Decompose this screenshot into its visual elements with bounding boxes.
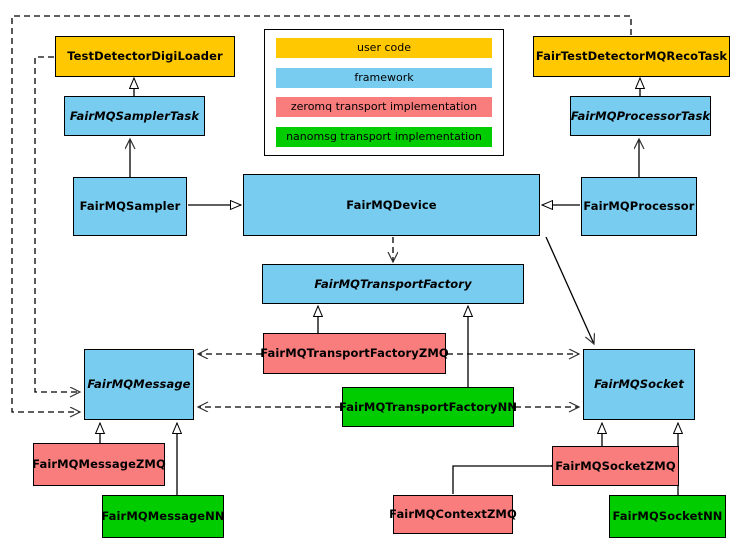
edge-device-to-socket: [545, 236, 594, 344]
edge-contextzmq-to-socketzmq: [452, 466, 551, 494]
legend-item-zeromq: zeromq transport implementation: [276, 97, 492, 118]
legend: user code framework zeromq transport imp…: [264, 29, 504, 156]
class-node-fairmqdevice[interactable]: FairMQDevice: [243, 174, 540, 236]
class-node-fairmqsamplertask[interactable]: FairMQSamplerTask: [64, 96, 205, 136]
class-node-fairmqtransportfactory[interactable]: FairMQTransportFactory: [262, 264, 524, 304]
class-node-fairmqprocessor[interactable]: FairMQProcessor: [581, 177, 697, 236]
class-node-fairmqsocketzmq[interactable]: FairMQSocketZMQ: [552, 446, 679, 486]
class-node-fairtestdetectormqrecotask[interactable]: FairTestDetectorMQRecoTask: [533, 36, 730, 77]
class-node-fairmqmessage[interactable]: FairMQMessage: [84, 349, 194, 420]
legend-item-nanomsg: nanomsg transport implementation: [276, 126, 492, 147]
class-node-fairmqsocket[interactable]: FairMQSocket: [583, 349, 695, 420]
legend-item-user-code: user code: [276, 38, 492, 58]
class-node-fairmqtransportfactoryzmq[interactable]: FairMQTransportFactoryZMQ: [260, 333, 449, 374]
legend-item-framework: framework: [276, 67, 492, 88]
class-node-fairmqsampler[interactable]: FairMQSampler: [73, 177, 187, 236]
class-node-fairmqsocketnn[interactable]: FairMQSocketNN: [609, 495, 726, 538]
class-node-fairmqmessagezmq[interactable]: FairMQMessageZMQ: [32, 443, 166, 486]
class-node-fairmqprocessortask[interactable]: FairMQProcessorTask: [570, 96, 711, 136]
class-node-fairmqtransportfactorynn[interactable]: FairMQTransportFactoryNN: [339, 387, 517, 427]
class-node-fairmqmessagenn[interactable]: FairMQMessageNN: [101, 495, 225, 538]
class-node-testdetectordigiloader[interactable]: TestDetectorDigiLoader: [55, 36, 235, 77]
class-node-fairmqcontextzmq[interactable]: FairMQContextZMQ: [389, 495, 517, 534]
